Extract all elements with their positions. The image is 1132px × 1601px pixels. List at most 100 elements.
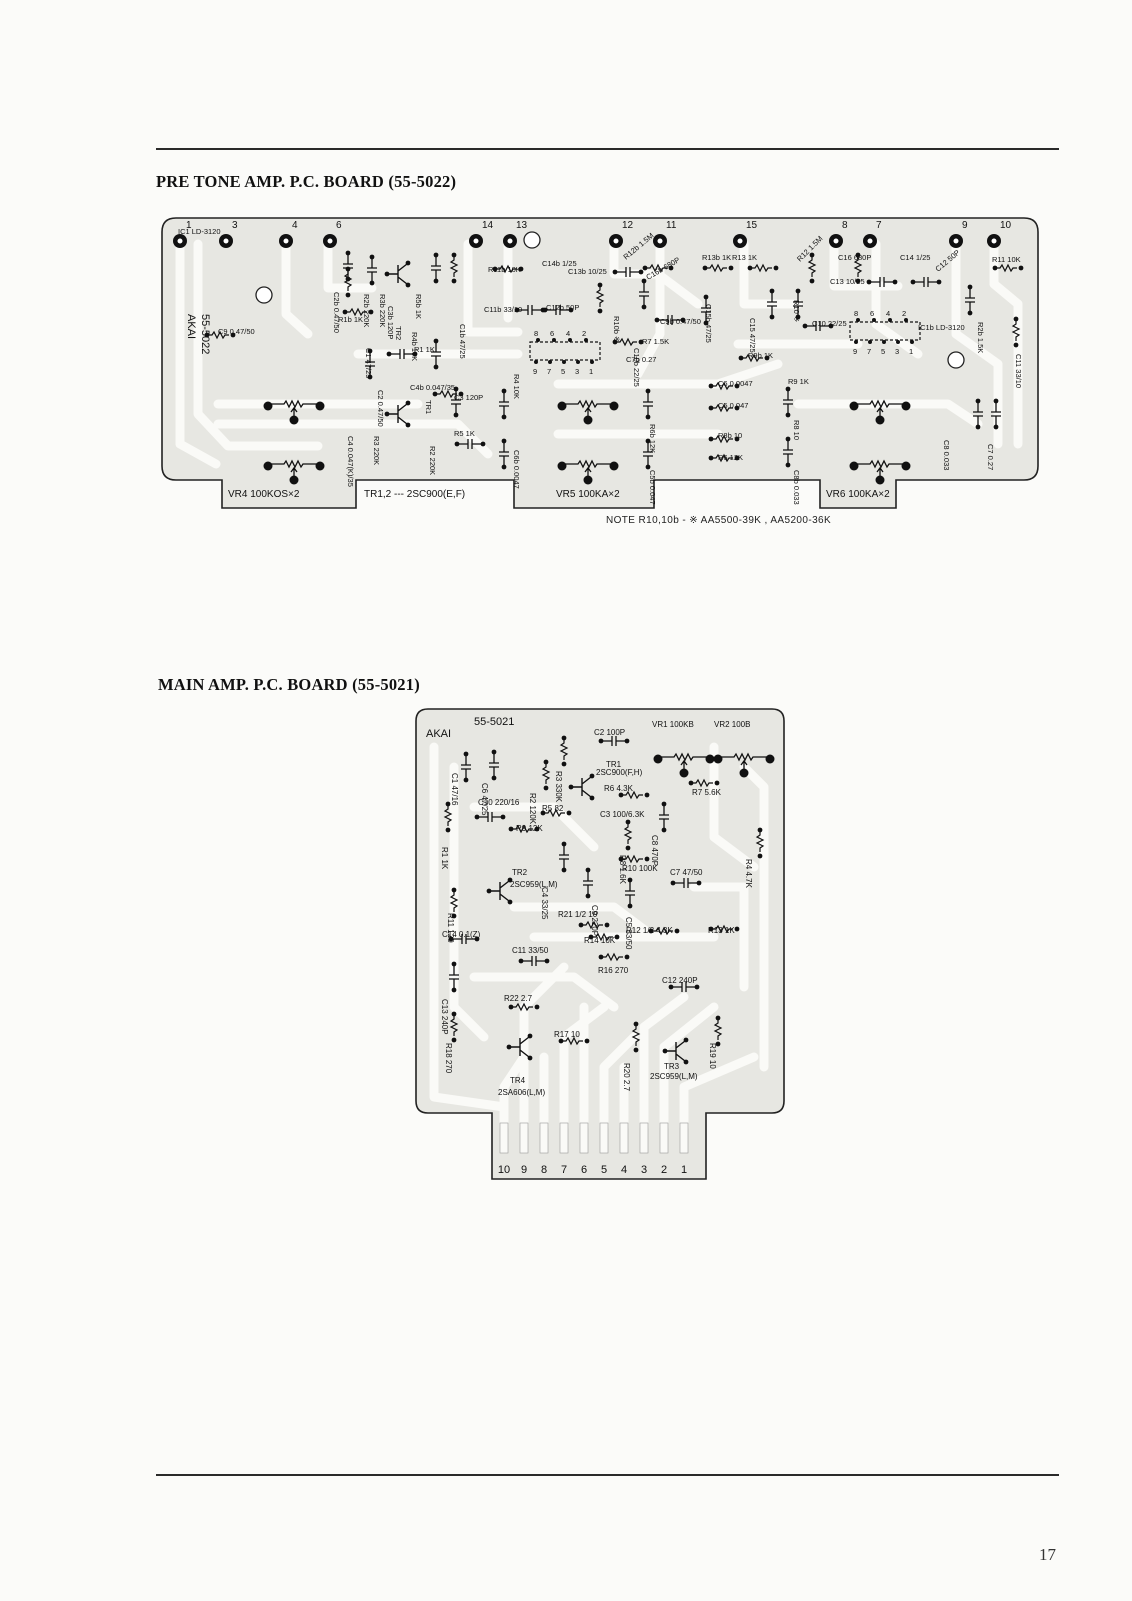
resistor-symbol — [512, 1002, 533, 1012]
solder-pad — [765, 754, 775, 764]
solder-pad — [589, 773, 595, 779]
solder-pad — [674, 928, 680, 934]
capacitor-plates — [870, 277, 894, 287]
component-label: VR2 100B — [714, 720, 750, 729]
solder-pad — [670, 880, 676, 886]
terminal-pad-11: 11 — [653, 220, 677, 248]
terminal-number: 10 — [1000, 220, 1012, 231]
component-label: R6 4.3K — [604, 784, 634, 793]
solder-pad — [507, 899, 513, 905]
component-label: R5 82 — [542, 804, 564, 813]
solder-pad — [910, 279, 916, 285]
solder-pad — [708, 926, 714, 932]
transistor-tr1 — [384, 400, 411, 428]
component-label: C11 33/50 — [512, 946, 549, 955]
solder-pad — [734, 455, 740, 461]
solder-pad — [597, 282, 603, 288]
solder-pad — [405, 260, 411, 266]
component-label: R13 1K — [732, 253, 757, 262]
component-label: TR2 — [512, 868, 528, 877]
capacitor-symbol — [559, 841, 569, 873]
solder-pad — [662, 1048, 668, 1054]
pre-board-outline — [161, 217, 1039, 509]
solder-pad — [618, 856, 624, 862]
copper-trace — [599, 1032, 639, 1132]
solder-pad — [451, 987, 457, 993]
capacitor-plates — [431, 256, 441, 280]
component-label: C1 47/16 — [450, 773, 459, 806]
solder-pad — [507, 877, 513, 883]
terminal-pad-hole — [737, 238, 743, 244]
capacitor-symbol — [451, 386, 461, 418]
capacitor-plates — [672, 982, 696, 992]
component-label: C12 240P — [662, 976, 698, 985]
capacitor-symbol — [783, 386, 793, 418]
mounting-hole — [947, 351, 965, 369]
transistor-leads — [572, 776, 592, 798]
capacitor-symbol — [612, 267, 644, 277]
capacitor-plates — [659, 805, 669, 829]
solder-pad — [566, 810, 572, 816]
solder-pad — [552, 338, 556, 342]
solder-pad — [708, 383, 714, 389]
capacitor-symbol — [431, 338, 441, 370]
solder-pad — [384, 271, 390, 277]
solder-pad — [1013, 316, 1019, 322]
top-rule — [156, 148, 1059, 150]
solder-pad — [872, 318, 876, 322]
solder-pad — [557, 461, 567, 471]
solder-pad — [936, 279, 942, 285]
component-label: C1b 47/25 — [458, 324, 467, 359]
solder-pad — [369, 254, 375, 260]
component-label: R14 10K — [584, 936, 616, 945]
connector-finger — [519, 1122, 529, 1154]
capacitor-plates — [806, 321, 830, 331]
solder-pad — [1018, 265, 1024, 271]
connector-finger — [559, 1122, 569, 1154]
capacitor-symbol — [965, 284, 975, 316]
component-label: R2 120K — [528, 793, 537, 825]
capacitor-symbol — [367, 254, 377, 286]
ic-pin-number: 1 — [909, 347, 913, 356]
copper-trace — [679, 1052, 759, 1132]
component-label: R9 1K — [788, 377, 809, 386]
capacitor-plates — [991, 402, 1001, 426]
component-label: R4 4.7K — [744, 859, 753, 889]
capacitor-plates — [559, 845, 569, 869]
solder-pad — [367, 374, 373, 380]
solder-pad — [633, 1021, 639, 1027]
solder-pad — [568, 338, 572, 342]
solder-pad — [901, 461, 911, 471]
solder-pad — [589, 795, 595, 801]
potentiometer-pad-set — [263, 459, 325, 485]
tab-label: VR5 100KA×2 — [556, 489, 620, 500]
capacitor-symbol — [643, 388, 653, 420]
terminal-pad-8: 8 — [829, 220, 848, 248]
resistor-symbol — [496, 264, 517, 274]
connector-pin-number: 9 — [521, 1164, 527, 1176]
connector-pin-number: 3 — [641, 1164, 647, 1176]
solder-pad — [856, 318, 860, 322]
solder-pad — [644, 792, 650, 798]
solder-pad — [696, 880, 702, 886]
solder-pad — [405, 282, 411, 288]
solder-pad — [882, 340, 886, 344]
transistor-leads — [388, 403, 408, 425]
solder-pad — [315, 461, 325, 471]
copper-trace — [429, 742, 509, 1112]
capacitor-symbol — [659, 801, 669, 833]
copper-trace — [739, 762, 769, 1072]
resistor-symbol — [712, 924, 733, 934]
terminal-pad-7: 7 — [863, 220, 882, 248]
component-label: C7 0.27 — [986, 444, 995, 470]
solder-pad — [609, 461, 619, 471]
solder-pad — [561, 841, 567, 847]
component-label: R9 12K — [516, 824, 543, 833]
page-number: 17 — [1039, 1545, 1056, 1564]
solder-pad — [405, 400, 411, 406]
terminal-pad-1: 1 — [173, 220, 192, 248]
terminal-number: 6 — [336, 220, 342, 231]
solder-pad — [680, 317, 686, 323]
component-label: R2 220K — [428, 446, 437, 475]
solder-pad — [518, 958, 524, 964]
